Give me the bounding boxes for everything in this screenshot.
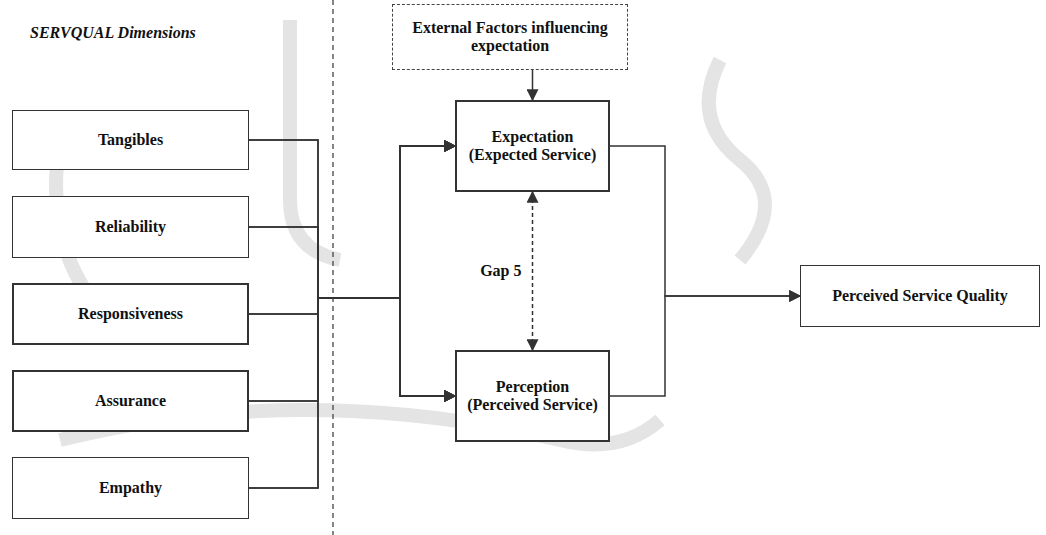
process-box: Empathy: [12, 457, 249, 519]
connector: [249, 146, 455, 488]
connector: [532, 70, 534, 100]
process-box: External Factors influencing expectation: [392, 4, 628, 70]
connector: [532, 192, 534, 350]
box-text: Perceived Service Quality: [824, 283, 1016, 309]
box-text: Assurance: [87, 388, 174, 414]
process-box: Perception (Perceived Service): [455, 350, 610, 442]
box-text: Expectation (Expected Service): [457, 124, 608, 169]
gap-label: Gap 5: [477, 261, 524, 281]
process-box: Assurance: [12, 370, 249, 432]
box-text: Reliability: [87, 214, 174, 240]
process-box: Tangibles: [12, 110, 249, 170]
box-text: Perception (Perceived Service): [457, 374, 608, 419]
process-box: Responsiveness: [12, 283, 249, 345]
connector: [249, 146, 455, 298]
connector: [249, 298, 455, 488]
connector: [249, 227, 455, 396]
connector: [249, 298, 455, 396]
column-heading: SERVQUAL Dimensions: [30, 24, 196, 42]
box-text: Tangibles: [90, 127, 171, 153]
box-text: Responsiveness: [70, 301, 191, 327]
connector: [610, 296, 800, 396]
box-text: Empathy: [91, 475, 170, 501]
connector: [249, 140, 455, 298]
box-text: External Factors influencing expectation: [393, 15, 627, 60]
connector: [249, 140, 455, 396]
process-box: Expectation (Expected Service): [455, 100, 610, 192]
divider-line: [332, 0, 333, 535]
connector: [249, 298, 455, 401]
process-box: Perceived Service Quality: [800, 265, 1040, 327]
connector: [249, 146, 455, 401]
connector: [610, 146, 800, 296]
connector: [249, 146, 455, 314]
process-box: Reliability: [12, 196, 249, 258]
